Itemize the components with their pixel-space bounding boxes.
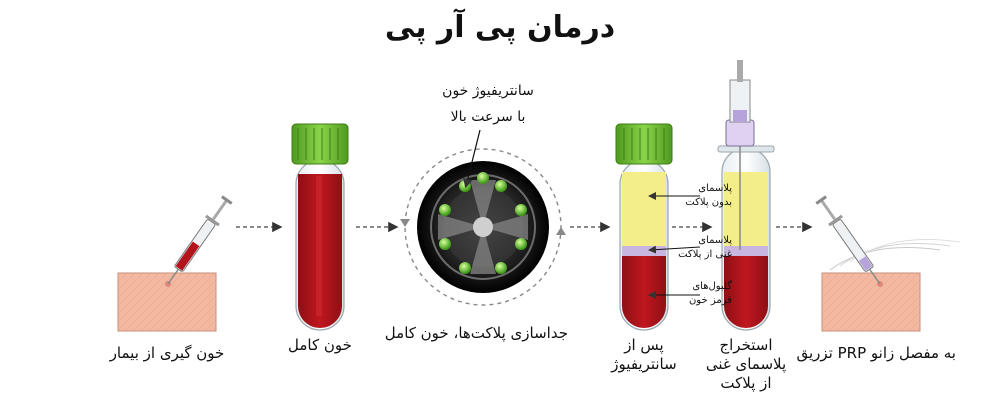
centrifuge-tubes (439, 172, 527, 274)
page-title: درمان پی آر پی (384, 10, 616, 45)
caption-blood-draw: خون گیری از بیمار (109, 344, 225, 362)
tube-cap (291, 123, 349, 165)
syringe-extraction (725, 60, 755, 250)
caption-extract-2: پلاسمای غنی (705, 355, 787, 373)
layer-prp-label-2: غنی از پلاکت (678, 249, 732, 260)
caption-separation: جداسازی پلاکت‌ها، خون کامل (384, 324, 568, 342)
layer-ppp-label-1: پلاسمای (698, 183, 732, 194)
caption-inject: به مفصل زانو PRP تزریق (796, 344, 956, 362)
caption-extract-3: از پلاکت (720, 374, 772, 392)
caption-whole-blood: خون کامل (288, 336, 352, 354)
blood-draw-illustration (117, 195, 233, 332)
caption-after-centrifuge-2: سانتریفیوژ (611, 355, 677, 373)
caption-after-centrifuge-1: پس از (624, 336, 664, 354)
syringe-left (167, 195, 233, 285)
extraction-tube (717, 60, 775, 331)
layer-rbc-label-2: قرمز خون (688, 295, 732, 306)
layer-ppp-label-2: بدون پلاکت (685, 197, 732, 208)
caption-extract-1: استخراج (719, 336, 773, 354)
centrifuge-illustration (400, 129, 566, 306)
layer-prp-label-1: پلاسمای (698, 235, 732, 246)
separated-tube (615, 123, 701, 331)
layer-rbc-label-1: گلبول‌های (692, 281, 732, 292)
injection-illustration (815, 195, 961, 332)
centrifuge-label-line2: با سرعت بالا (450, 109, 526, 125)
centrifuge-label-line1: سانتریفیوژ خون (442, 83, 534, 99)
whole-blood-tube (291, 123, 349, 331)
syringe-right (815, 195, 881, 285)
